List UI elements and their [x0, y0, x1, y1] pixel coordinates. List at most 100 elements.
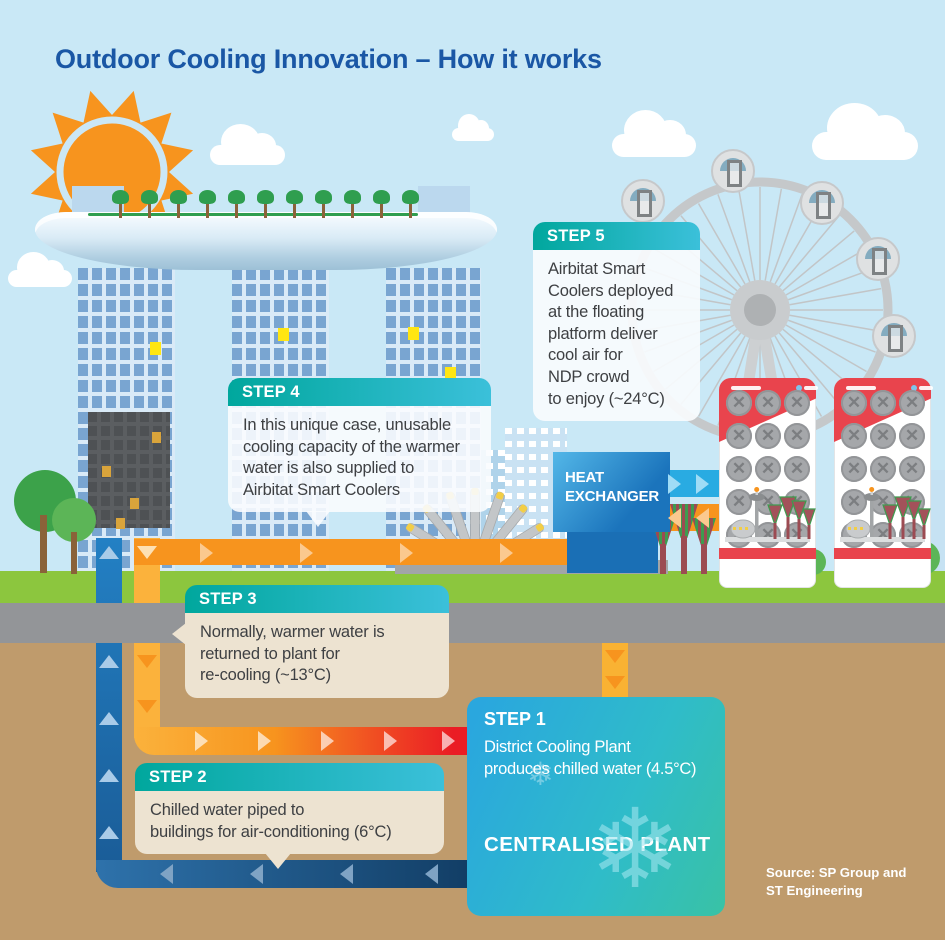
step-5-header: STEP 5 [533, 222, 700, 250]
step-3-header: STEP 3 [185, 585, 449, 613]
fan-vent-icon [784, 456, 810, 482]
lit-window [152, 432, 161, 443]
flow-arrow-icon [340, 864, 353, 884]
fan-vent-icon [755, 522, 781, 548]
cooler-red-stripe [834, 548, 931, 559]
cloud-icon [210, 124, 285, 165]
step-2-header: STEP 2 [135, 763, 444, 791]
flow-arrow-icon [442, 731, 455, 751]
lit-window [102, 466, 111, 477]
step-5-text: Airbitat Smart Coolers deployed at the f… [533, 250, 700, 422]
fan-vent-icon [841, 390, 867, 416]
shadow-building [88, 412, 170, 528]
step-4-text: In this unique case, unusable cooling ca… [228, 406, 491, 513]
flow-arrow-icon [400, 543, 413, 563]
deck-tree-icon [315, 190, 332, 218]
fan-vent-icon [899, 390, 925, 416]
cooler-artwork [840, 487, 931, 542]
cooler-artwork [725, 487, 816, 542]
flow-arrow-icon [160, 864, 173, 884]
flow-arrow-icon [200, 543, 213, 563]
step-4-box: STEP 4 In this unique case, unusable coo… [228, 378, 491, 528]
fan-vent-icon [755, 423, 781, 449]
flow-arrow-icon [605, 676, 625, 689]
flyer-capsule [872, 314, 916, 358]
heat-exchanger-pedestal [567, 530, 658, 573]
chilled-water-pipe-vertical [96, 538, 122, 872]
st-engineering-logo [731, 386, 761, 390]
flyer-capsule [621, 179, 665, 223]
cloud-icon [812, 102, 918, 160]
flow-arrow-icon [258, 731, 271, 751]
flow-arrow-icon [99, 655, 119, 668]
fan-vent-icon [726, 390, 752, 416]
skypark-garden-line [88, 213, 418, 216]
snowflake-icon: ❄ [527, 756, 554, 792]
step-3-text: Normally, warmer water is returned to pl… [185, 613, 449, 698]
warm-water-pipe-horizontal [134, 727, 467, 755]
flow-arrow-icon [137, 700, 157, 713]
flow-arrow-icon [696, 474, 709, 494]
flow-arrow-icon [668, 508, 681, 528]
step-1-header: STEP 1 [484, 709, 546, 729]
step-1-centralised-plant: STEP 1 District Cooling Plant produces c… [467, 697, 725, 916]
flyer-capsule [711, 149, 755, 193]
source-credit: Source: SP Group and ST Engineering [766, 865, 907, 898]
fan-vent-icon [755, 456, 781, 482]
deck-tree-icon [402, 190, 419, 218]
heat-exchanger-box: HEAT EXCHANGER [553, 452, 670, 532]
step-1-text: District Cooling Plant produces chilled … [484, 738, 697, 778]
lit-window [408, 327, 419, 340]
deck-tree-icon [141, 190, 158, 218]
flow-arrow-icon [668, 474, 681, 494]
airbitat-smart-cooler [719, 378, 818, 588]
fan-vent-icon [870, 522, 896, 548]
fan-vent-icon [726, 423, 752, 449]
flow-arrow-icon [99, 769, 119, 782]
step-2-text: Chilled water piped to buildings for air… [135, 791, 444, 855]
flow-arrow-icon [500, 543, 513, 563]
flow-arrow-icon [99, 712, 119, 725]
fan-vent-icon [870, 423, 896, 449]
tree-trunk [40, 515, 47, 573]
cloud-icon [612, 109, 696, 157]
deck-tree-icon [228, 190, 245, 218]
step-5-box: STEP 5 Airbitat Smart Coolers deployed a… [533, 222, 700, 422]
step-4-pointer [306, 511, 330, 528]
step-3-pointer [172, 623, 186, 645]
deck-tree-icon [344, 190, 361, 218]
lit-window [150, 342, 161, 355]
flow-arrow-icon [696, 508, 709, 528]
cooler-vent-grid [719, 378, 816, 588]
fan-vent-icon [870, 456, 896, 482]
cloud-icon [452, 114, 494, 141]
lit-window [116, 518, 125, 529]
flyer-capsule [800, 181, 844, 225]
step-4-header: STEP 4 [228, 378, 491, 406]
deck-tree-icon [373, 190, 390, 218]
fan-vent-icon [726, 456, 752, 482]
fan-vent-icon [755, 390, 781, 416]
fan-vent-icon [784, 390, 810, 416]
flow-arrow-icon [99, 826, 119, 839]
flow-arrow-icon [384, 731, 397, 751]
flow-arrow-icon [321, 731, 334, 751]
page-title: Outdoor Cooling Innovation – How it work… [55, 44, 602, 74]
fan-vent-icon [899, 456, 925, 482]
flow-arrow-icon [195, 731, 208, 751]
supertree-trunk [660, 544, 666, 574]
cloud-icon [8, 252, 72, 287]
snowflake-icon: ❄ [589, 788, 682, 911]
lit-window [130, 498, 139, 509]
sp-group-logo [911, 385, 933, 391]
deck-tree-icon [286, 190, 303, 218]
step-3-box: STEP 3 Normally, warmer water is returne… [172, 585, 449, 698]
deck-tree-icon [170, 190, 187, 218]
fan-vent-icon [726, 489, 752, 515]
flow-arrow-icon [99, 546, 119, 559]
cooler-red-stripe [719, 548, 816, 559]
airbitat-smart-cooler [834, 378, 933, 588]
st-engineering-logo [846, 386, 876, 390]
flow-arrow-icon [137, 546, 157, 559]
